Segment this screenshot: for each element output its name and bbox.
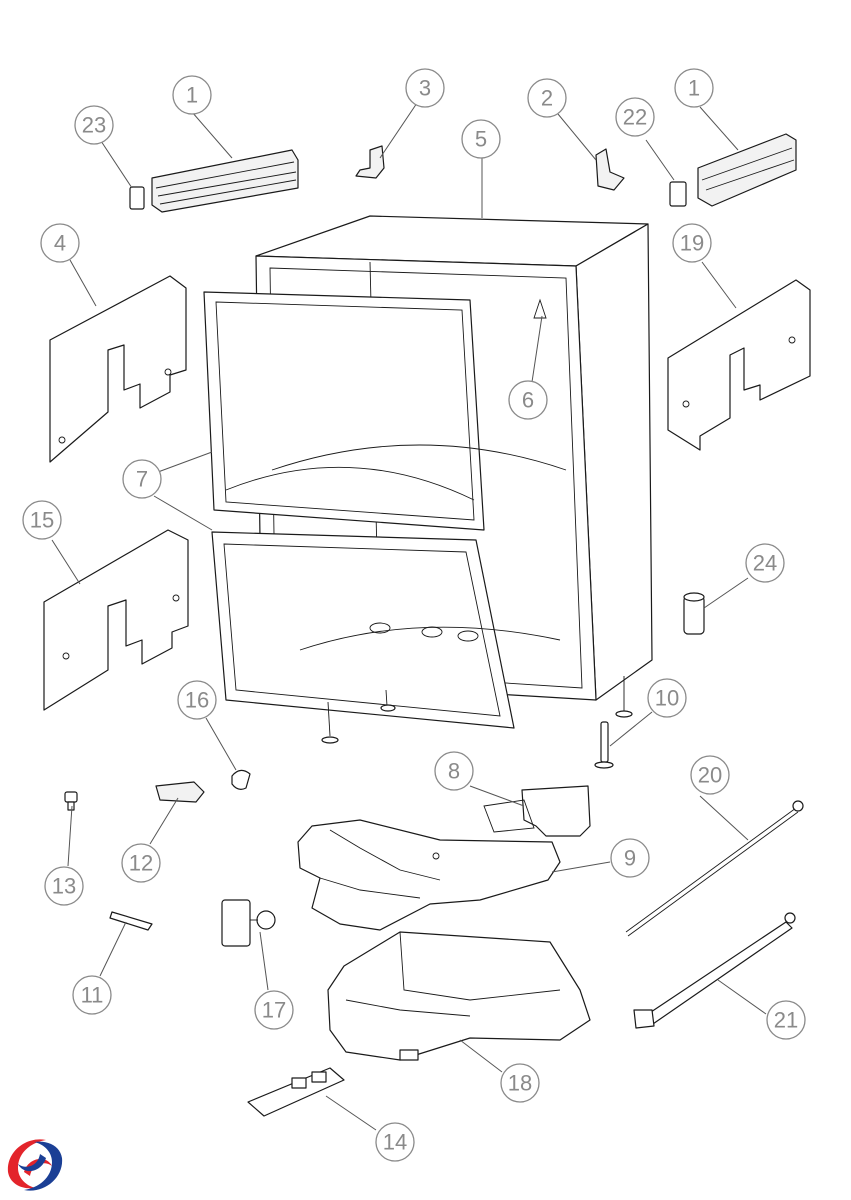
callout-20: 20 <box>690 755 730 795</box>
svg-text:15: 15 <box>30 508 54 533</box>
part-leveling-foot-10 <box>594 721 614 769</box>
callout-24: 24 <box>745 543 785 583</box>
callout-12: 12 <box>121 843 161 883</box>
part-hose-21 <box>633 912 796 1029</box>
svg-text:11: 11 <box>81 983 104 1008</box>
part-cable-20 <box>625 800 804 937</box>
svg-text:18: 18 <box>508 1071 532 1096</box>
brand-logo-icon <box>7 1139 63 1191</box>
part-valve-17 <box>221 899 276 947</box>
callout-18: 18 <box>500 1063 540 1103</box>
part-clip-2 <box>595 148 625 191</box>
svg-text:24: 24 <box>753 551 777 576</box>
part-side-panel-15 <box>43 529 189 711</box>
svg-text:22: 22 <box>623 105 647 130</box>
callout-8: 8 <box>434 751 474 791</box>
svg-text:19: 19 <box>680 231 704 256</box>
callout-6: 6 <box>508 380 548 420</box>
part-knob-16 <box>231 769 251 790</box>
callout-17: 17 <box>254 990 294 1030</box>
svg-text:12: 12 <box>129 851 153 876</box>
svg-text:2: 2 <box>541 86 553 111</box>
svg-text:20: 20 <box>698 763 722 788</box>
svg-text:1: 1 <box>688 76 700 101</box>
svg-text:9: 9 <box>624 846 636 871</box>
svg-text:7: 7 <box>136 467 148 492</box>
svg-text:23: 23 <box>82 113 106 138</box>
callout-21: 21 <box>766 1000 806 1040</box>
svg-text:10: 10 <box>655 686 679 711</box>
callout-13: 13 <box>44 866 84 906</box>
callout-9: 9 <box>610 838 650 878</box>
callout-22: 22 <box>615 97 655 137</box>
callout-11: 11 <box>72 975 112 1015</box>
callout-16: 16 <box>177 680 217 720</box>
part-clip-3 <box>355 145 385 179</box>
callout-10: 10 <box>647 678 687 718</box>
part-bracket-8 <box>483 785 591 837</box>
part-tub-cabinet-5 <box>203 215 653 744</box>
svg-text:4: 4 <box>54 231 66 256</box>
callout-4: 4 <box>40 223 80 263</box>
svg-text:5: 5 <box>475 127 487 152</box>
callout-1-left: 1 <box>172 75 212 115</box>
part-upper-rail-left <box>129 149 299 213</box>
part-plate-11 <box>109 911 153 931</box>
svg-text:14: 14 <box>383 1130 407 1155</box>
callout-5: 5 <box>461 119 501 159</box>
svg-text:8: 8 <box>448 759 460 784</box>
part-side-panel-19 <box>667 279 811 451</box>
part-base-assembly-18 <box>327 931 591 1061</box>
callout-14: 14 <box>375 1122 415 1162</box>
leader-lines <box>51 102 767 1131</box>
svg-text:21: 21 <box>774 1008 798 1033</box>
part-bracket-12 <box>155 781 205 803</box>
part-upper-rail-right <box>669 133 797 207</box>
callout-3: 3 <box>405 68 445 108</box>
callout-2: 2 <box>527 78 567 118</box>
svg-text:6: 6 <box>522 388 534 413</box>
part-cylinder-24 <box>683 592 705 635</box>
svg-text:13: 13 <box>52 874 76 899</box>
callout-7: 7 <box>122 459 162 499</box>
part-pin-13 <box>64 791 78 811</box>
svg-text:17: 17 <box>262 998 286 1023</box>
callout-23: 23 <box>74 105 114 145</box>
svg-text:16: 16 <box>185 688 209 713</box>
callout-15: 15 <box>22 500 62 540</box>
svg-text:1: 1 <box>186 83 198 108</box>
callout-19: 19 <box>672 223 712 263</box>
part-base-tray-9 <box>297 819 561 931</box>
callout-1-right: 1 <box>674 68 714 108</box>
part-circuit-board-14 <box>247 1067 345 1117</box>
part-side-panel-4 <box>49 275 187 463</box>
svg-text:3: 3 <box>419 76 431 101</box>
